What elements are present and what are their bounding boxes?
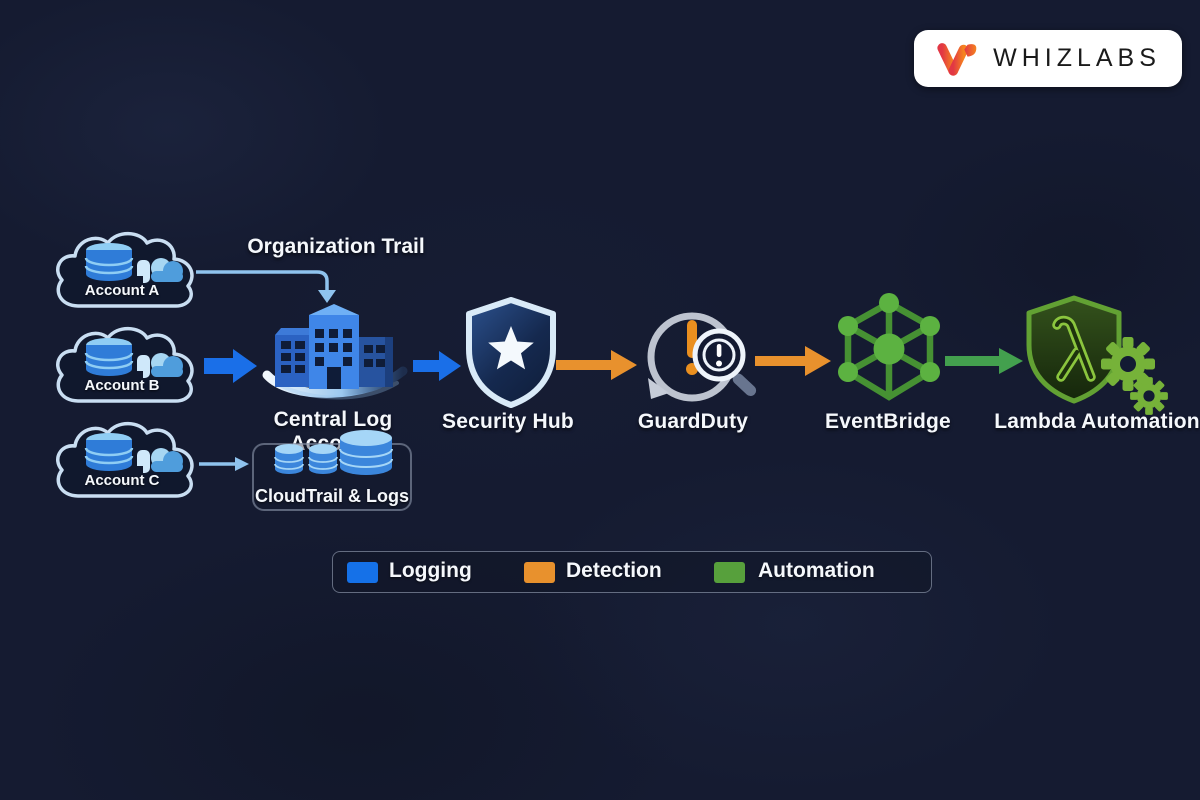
legend: Logging Detection Automation — [332, 551, 932, 593]
brand-name: WHIZLABS — [993, 44, 1161, 72]
cloud-database-icon — [56, 421, 194, 498]
ring-arrowhead — [648, 378, 669, 399]
legend-label-automation: Automation — [758, 559, 875, 582]
organization-trail-label: Organization Trail — [247, 235, 425, 258]
right-building — [359, 337, 393, 387]
account-b-node: Account B — [47, 319, 197, 411]
account-c-node: Account C — [47, 414, 197, 506]
account-label: Account C — [84, 472, 160, 489]
magnifier-alert-icon — [647, 312, 757, 402]
database-cylinders-icon — [274, 430, 393, 475]
cloud-database-icon — [56, 231, 194, 308]
account-a-node: Account A — [47, 224, 197, 316]
cloudtrail-logs-label: CloudTrail & Logs — [254, 486, 409, 506]
arrow-guardduty-to-eventbridge — [755, 346, 831, 376]
legend-label-detection: Detection — [566, 559, 662, 582]
shield-star-icon — [466, 297, 556, 408]
legend-label-logging: Logging — [389, 559, 472, 582]
lambda-automation-label: Lambda Automation — [994, 410, 1200, 433]
left-building — [275, 328, 317, 387]
legend-swatch-detection — [524, 562, 555, 583]
legend-swatch-logging — [347, 562, 378, 583]
arrow-account-c-head — [235, 457, 249, 471]
security-hub-label: Security Hub — [442, 410, 574, 433]
arrow-eventbridge-to-lambda — [945, 348, 1023, 374]
magnifier-handle — [732, 373, 757, 397]
gear-small — [1130, 377, 1168, 415]
whizlabs-w-mark-icon — [937, 42, 977, 76]
arrow-org-trail-line — [196, 270, 329, 290]
whizlabs-logo: WHIZLABS — [914, 30, 1182, 87]
network-nodes-icon — [838, 293, 940, 401]
guardduty-label: GuardDuty — [637, 410, 749, 433]
buildings-icon — [262, 304, 408, 400]
lambda-shield-gears-icon — [1026, 295, 1168, 415]
cloud-database-icon — [56, 326, 194, 403]
center-building — [309, 304, 359, 389]
eventbridge-label: EventBridge — [825, 410, 951, 433]
whizlabs-mark-hook — [964, 43, 977, 57]
legend-swatch-automation — [714, 562, 745, 583]
account-label: Account A — [84, 282, 160, 299]
star-shape — [488, 326, 534, 370]
arrow-org-trail-head — [318, 290, 336, 303]
arrow-central-to-securityhub — [413, 351, 461, 381]
arrow-account-b — [204, 349, 257, 383]
arrow-securityhub-to-guardduty — [556, 350, 637, 380]
account-label: Account B — [84, 377, 160, 394]
